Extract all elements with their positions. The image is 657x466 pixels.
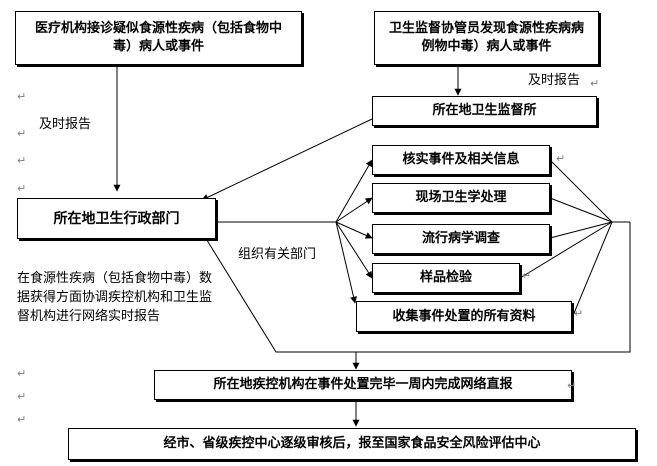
box-cdc-report-text: 所在地疾控机构在事件处置完毕一周内完成网络直报	[213, 377, 513, 392]
label-organize-departments: 组织有关部门	[238, 247, 317, 262]
arrow-to-sample	[335, 221, 373, 279]
paragraph-mark: ↵	[17, 390, 27, 403]
box-sample-text: 样品检验	[419, 270, 472, 285]
line-right-loop	[356, 222, 631, 353]
paragraph-mark: ↵	[522, 269, 532, 282]
arrow-office-to-admin	[201, 118, 373, 201]
box-supervision-office-text: 所在地卫生监督所	[432, 103, 537, 118]
arrow-to-epidemiology	[335, 221, 373, 239]
paragraph-mark: ↵	[574, 307, 584, 320]
paragraph-mark: ↵	[17, 367, 27, 380]
box-epidemiology: 流行病学调查	[372, 224, 550, 254]
box-inspector-text: 卫生监督协管员发现食源性疾病病例物中毒）病人或事件	[389, 21, 585, 54]
paragraph-mark: ↵	[17, 127, 27, 140]
box-epidemiology-text: 流行病学调查	[421, 231, 500, 246]
label-timely-report-right: 及时报告	[528, 73, 581, 88]
note-coordination: 在食源性疾病（包括食物中毒）数据获得方面协调疾控机构和卫生监督机构进行网络实时报…	[17, 271, 213, 324]
box-verify-info: 核实事件及相关信息	[372, 145, 550, 175]
box-medical-text: 医疗机构接诊疑似食源性疾病（包括食物中毒）病人或事件	[34, 21, 282, 54]
arrow-to-onsite	[335, 197, 373, 223]
box-cdc-report: 所在地疾控机构在事件处置完毕一周内完成网络直报	[154, 370, 572, 400]
paragraph-mark: ↵	[17, 90, 27, 103]
paragraph-mark: ↵	[17, 154, 27, 167]
line-admin-diagonal	[204, 236, 356, 353]
box-collect-data: 收集事件处置的所有资料	[356, 301, 572, 332]
box-supervision-office: 所在地卫生监督所	[372, 96, 597, 126]
arrow-to-verify	[335, 159, 373, 223]
paragraph-mark: ↵	[567, 379, 577, 392]
label-timely-report-left: 及时报告	[39, 117, 92, 132]
box-inspector: 卫生监督协管员发现食源性疾病病例物中毒）病人或事件	[374, 11, 599, 65]
box-medical-institution: 医疗机构接诊疑似食源性疾病（包括食物中毒）病人或事件	[15, 11, 302, 65]
box-verify-text: 核实事件及相关信息	[402, 152, 520, 167]
paragraph-mark: ↵	[17, 413, 27, 426]
box-sample-test: 样品检验	[372, 263, 520, 293]
paragraph-mark: ↵	[17, 182, 27, 195]
paragraph-mark: ↵	[556, 152, 566, 165]
box-admin-dept: 所在地卫生行政部门	[17, 198, 216, 239]
box-final-report: 经市、省级疾控中心逐级审核后，报至国家食品安全风险评估中心	[68, 428, 636, 460]
box-collect-text: 收集事件处置的所有资料	[392, 308, 536, 324]
paragraph-mark: ↵	[590, 77, 600, 90]
arrow-to-collect	[335, 221, 357, 304]
box-final-text: 经市、省级疾控中心逐级审核后，报至国家食品安全风险评估中心	[163, 436, 541, 451]
box-onsite-hygiene: 现场卫生学处理	[372, 183, 550, 213]
box-onsite-text: 现场卫生学处理	[415, 190, 507, 205]
box-admin-dept-text: 所在地卫生行政部门	[53, 210, 180, 227]
